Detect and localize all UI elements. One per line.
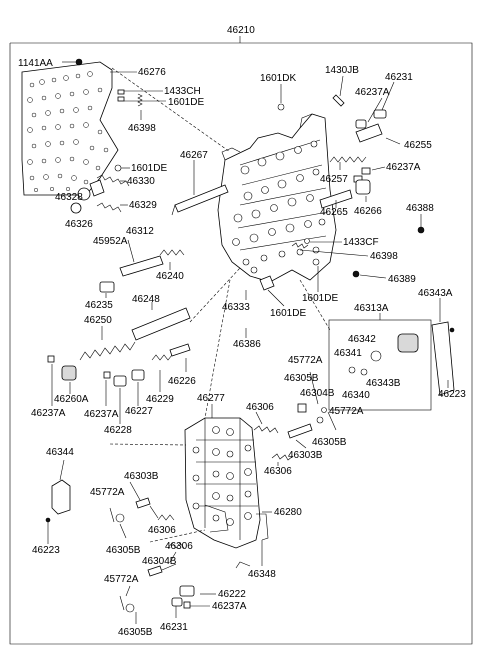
label-1601DE: 1601DE [131,163,167,174]
small-parts [45,58,455,613]
label-46228: 46228 [104,425,132,436]
upper-valve-body [217,113,337,283]
label-46340: 46340 [342,390,370,401]
label-46229: 46229 [146,394,174,405]
label-46348: 46348 [248,569,276,580]
label-46237A: 46237A [212,601,247,612]
label-46304B: 46304B [142,556,177,567]
label-46237A: 46237A [84,409,119,420]
label-46231: 46231 [160,622,188,633]
label-46210: 46210 [227,25,255,36]
label-46303B: 46303B [288,450,323,461]
label-46222: 46222 [218,589,246,600]
label-46306: 46306 [246,402,274,413]
label-46231: 46231 [385,72,413,83]
label-46343A: 46343A [418,288,453,299]
label-46250: 46250 [84,315,112,326]
assembly-lines [109,67,331,543]
label-46266: 46266 [354,206,382,217]
part-labels: 46210 1141AA 46276 1433CH 1601DE 46398 1… [18,25,466,638]
lower-valve-body [184,417,261,549]
label-1141AA: 1141AA [18,58,53,69]
label-46260A: 46260A [54,394,89,405]
label-46248: 46248 [132,294,160,305]
label-46226: 46226 [168,376,196,387]
label-46329: 46329 [129,200,157,211]
label-1601DE: 1601DE [168,97,204,108]
label-45772A: 45772A [288,355,323,366]
label-46267: 46267 [180,150,208,161]
label-46312: 46312 [126,226,154,237]
label-46305B: 46305B [312,437,347,448]
label-46328: 46328 [55,192,83,203]
label-46386: 46386 [233,339,261,350]
label-46223: 46223 [438,389,466,400]
label-46237A: 46237A [355,87,390,98]
label-46333: 46333 [222,302,250,313]
label-46237A: 46237A [386,162,421,173]
label-46344: 46344 [46,447,74,458]
label-46265: 46265 [320,207,348,218]
label-1601DE: 1601DE [302,293,338,304]
label-45952A: 45952A [93,236,128,247]
label-46235: 46235 [85,300,113,311]
label-45772A: 45772A [329,406,364,417]
label-1430JB: 1430JB [325,65,359,76]
label-46330: 46330 [127,176,155,187]
label-46277: 46277 [197,393,225,404]
label-46342: 46342 [348,334,376,345]
label-46303B: 46303B [124,471,159,482]
label-46389: 46389 [388,274,416,285]
label-1433CH: 1433CH [164,86,201,97]
label-46398: 46398 [128,123,156,134]
solenoid-assembly-box [328,313,432,411]
diagram-frame [9,36,473,645]
label-46237A: 46237A [31,408,66,419]
label-46304B: 46304B [300,388,335,399]
label-46313A: 46313A [354,303,389,314]
label-45772A: 45772A [90,487,125,498]
label-45772A: 45772A [104,574,139,585]
label-1601DE: 1601DE [270,308,306,319]
label-46223: 46223 [32,545,60,556]
label-46306: 46306 [264,466,292,477]
label-46398: 46398 [370,251,398,262]
label-46326: 46326 [65,219,93,230]
label-46305B: 46305B [284,373,319,384]
label-46240: 46240 [156,271,184,282]
label-1433CF: 1433CF [343,237,379,248]
leader-lines [47,61,449,624]
label-46305B: 46305B [106,545,141,556]
label-46280: 46280 [274,507,302,518]
label-46276: 46276 [138,67,166,78]
label-46305B: 46305B [118,627,153,638]
label-46388: 46388 [406,203,434,214]
label-46343B: 46343B [366,378,401,389]
label-46227: 46227 [125,406,153,417]
label-46341: 46341 [334,348,362,359]
label-46306: 46306 [165,541,193,552]
label-46257: 46257 [320,174,348,185]
label-46306: 46306 [148,525,176,536]
label-46255: 46255 [404,140,432,151]
label-1601DK: 1601DK [260,73,296,84]
separator-plate [21,61,119,196]
